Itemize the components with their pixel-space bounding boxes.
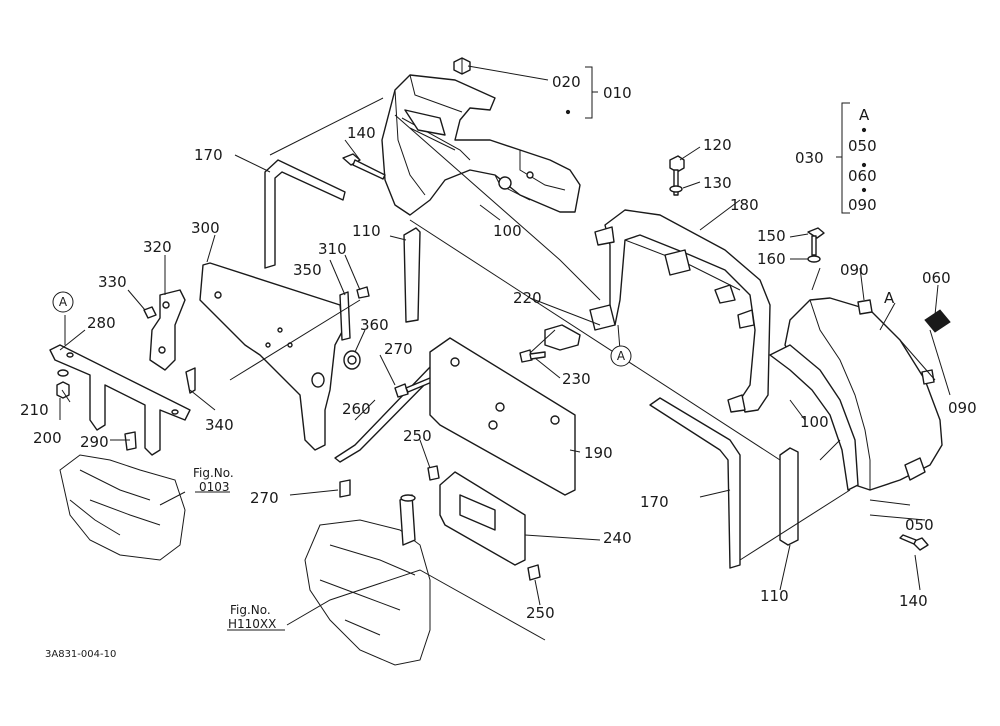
- grommet-360-icon: [343, 350, 361, 370]
- label-230: 230: [562, 370, 591, 388]
- seal-110-upper: [403, 227, 421, 323]
- bolt-250-upper-icon: [427, 465, 440, 481]
- label-300: 300: [191, 219, 220, 237]
- label-060-cover: 060: [922, 269, 951, 287]
- screw-150-icon: [807, 227, 825, 256]
- label-a-group: A: [859, 106, 870, 124]
- label-010: 010: [603, 84, 632, 102]
- label-090-cover: 090: [840, 261, 869, 279]
- label-090-group: 090: [848, 196, 877, 214]
- label-140-upper: 140: [347, 124, 376, 142]
- label-270-upper: 270: [384, 340, 413, 358]
- label-110-upper: 110: [352, 222, 381, 240]
- label-270-lower: 270: [250, 489, 279, 507]
- seal-170-lower: [649, 397, 741, 569]
- pin-350-icon: [339, 291, 351, 341]
- fig-ref-h110xx-number: H110XX: [228, 617, 276, 631]
- bolt-140-lower-icon: [899, 534, 929, 551]
- group-bracket-010: [585, 66, 598, 119]
- fig-ref-0103-title: Fig.No.: [193, 466, 234, 480]
- bolt-330-icon: [143, 306, 157, 319]
- label-280: 280: [87, 314, 116, 332]
- label-190: 190: [584, 444, 613, 462]
- label-220: 220: [513, 289, 542, 307]
- label-120: 120: [703, 136, 732, 154]
- label-260: 260: [342, 400, 371, 418]
- fastener-090-icon: [857, 299, 873, 315]
- fig-ref-0103-number: 0103: [199, 480, 230, 494]
- label-060-group: 060: [848, 167, 877, 185]
- label-100-lower: 100: [800, 413, 829, 431]
- seal-110-lower: [779, 447, 799, 546]
- fastener-090-lower-icon: [921, 369, 935, 385]
- callout-a-left-label: A: [59, 295, 68, 309]
- label-100-upper: 100: [493, 222, 522, 240]
- part-number-labels: 020 010 140 170 100 110 300 320 310 350 …: [20, 73, 977, 622]
- group-bracket-dots: [565, 109, 867, 193]
- front-cover-upper-part: [381, 74, 581, 216]
- bolt-270-lower-icon: [339, 479, 351, 498]
- clip-340-icon: [185, 367, 196, 394]
- washer-130-icon: [669, 185, 683, 193]
- nut-020-icon: [453, 57, 471, 75]
- label-240: 240: [603, 529, 632, 547]
- bolt-290-icon: [124, 431, 137, 451]
- label-050-cover: 050: [905, 516, 934, 534]
- fig-ref-h110xx-title: Fig.No.: [230, 603, 271, 617]
- label-170-upper: 170: [194, 146, 223, 164]
- label-360: 360: [360, 316, 389, 334]
- label-020: 020: [552, 73, 581, 91]
- callout-a-center-label: A: [617, 349, 626, 363]
- callout-circle-a-left: A: [52, 291, 74, 313]
- label-340: 340: [205, 416, 234, 434]
- label-090-lower: 090: [948, 399, 977, 417]
- bolt-140-upper-icon: [342, 153, 386, 180]
- support-bracket-280: [49, 344, 191, 456]
- front-housing-180: [589, 209, 771, 413]
- label-210: 210: [20, 401, 49, 419]
- bracket-220-icon: [544, 324, 581, 351]
- nut-200-icon: [56, 369, 70, 399]
- label-330: 330: [98, 273, 127, 291]
- label-130: 130: [703, 174, 732, 192]
- emblem-060-icon: [924, 309, 951, 333]
- label-030: 030: [795, 149, 824, 167]
- washer-160-icon: [807, 255, 821, 263]
- steering-column-reference-sketch: [304, 494, 431, 666]
- seal-170-upper: [264, 159, 346, 269]
- label-170-lower: 170: [640, 493, 669, 511]
- bracket-320: [149, 289, 186, 371]
- bolt-250-lower-icon: [527, 564, 541, 581]
- label-a-cover: A: [884, 289, 895, 307]
- group-bracket-030: [836, 102, 850, 214]
- label-350: 350: [293, 261, 322, 279]
- label-160: 160: [757, 250, 786, 268]
- label-320: 320: [143, 238, 172, 256]
- mount-plate-240: [439, 471, 526, 566]
- leader-lines: [59, 65, 951, 641]
- bolt-230-icon: [519, 349, 546, 363]
- label-050-group: 050: [848, 137, 877, 155]
- drawing-id: 3A831-004-10: [45, 649, 116, 660]
- label-290: 290: [80, 433, 109, 451]
- label-150: 150: [757, 227, 786, 245]
- label-180: 180: [730, 196, 759, 214]
- bolt-310-icon: [356, 286, 370, 299]
- label-310: 310: [318, 240, 347, 258]
- label-110-lower: 110: [760, 587, 789, 605]
- callout-circle-a-center: A: [610, 345, 632, 367]
- label-200: 200: [33, 429, 62, 447]
- engine-reference-sketch: [59, 454, 186, 561]
- figure-references: Fig.No. 0103 Fig.No. H110XX 3A831-004-10: [45, 466, 276, 660]
- cover-plate-190: [429, 337, 576, 496]
- side-panel-300: [199, 262, 344, 451]
- label-140-lower: 140: [899, 592, 928, 610]
- label-250-lower: 250: [526, 604, 555, 622]
- label-250-upper: 250: [403, 427, 432, 445]
